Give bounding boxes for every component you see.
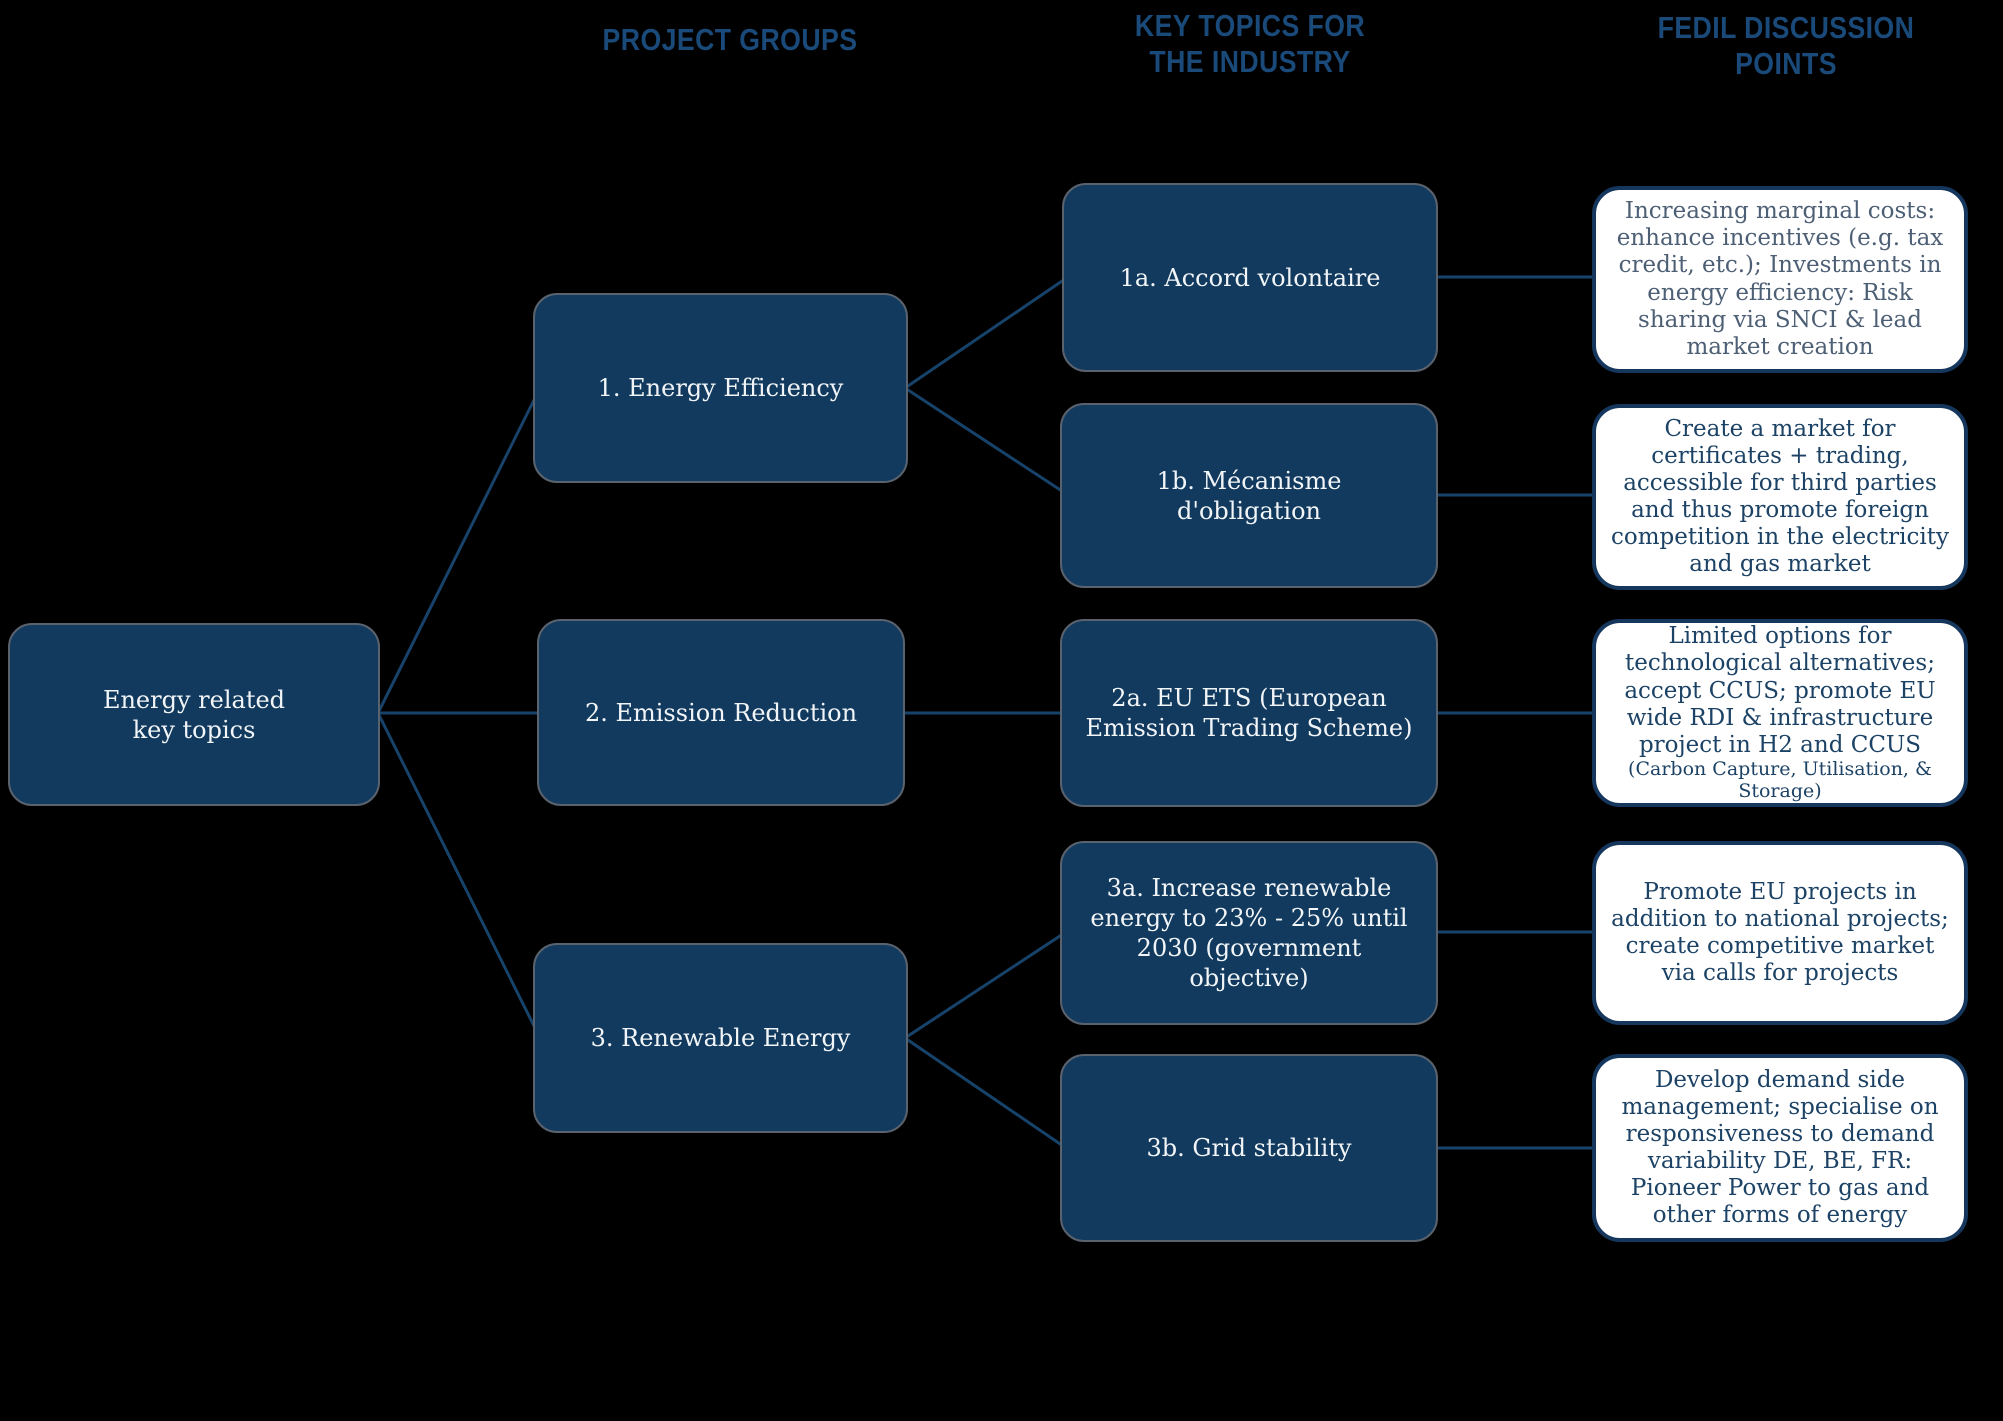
discussion-point-text: Limited options for technological altern… — [1624, 623, 1936, 758]
node-grid-stability: 3b. Grid stability — [1060, 1054, 1438, 1242]
discussion-point-text: Increasing marginal costs: enhance incen… — [1616, 198, 1944, 360]
discussion-point-text: Promote EU projects in addition to natio… — [1611, 878, 1949, 987]
discussion-point-text: Create a market for certificates + tradi… — [1610, 415, 1950, 578]
node-energy-related-key-topics: Energy related key topics — [8, 623, 380, 806]
connector-line — [904, 275, 1069, 390]
discussion-point-certificates-market: Create a market for certificates + tradi… — [1592, 404, 1968, 590]
discussion-point-demand-side-management: Develop demand side management; speciali… — [1592, 1054, 1968, 1242]
connector-line — [904, 1036, 1067, 1150]
node-emission-reduction: 2. Emission Reduction — [537, 619, 905, 806]
node-mecanisme-obligation: 1b. Mécanisme d'obligation — [1060, 403, 1438, 588]
column-header-project-groups: PROJECT GROUPS — [602, 22, 858, 57]
discussion-point-eu-projects: Promote EU projects in addition to natio… — [1592, 841, 1968, 1025]
node-accord-volontaire: 1a. Accord volontaire — [1062, 183, 1438, 372]
column-header-key-topics: KEY TOPICS FOR THE INDUSTRY — [1134, 8, 1366, 79]
node-increase-renewable-energy: 3a. Increase renewable energy to 23% - 2… — [1060, 841, 1438, 1025]
connector-line — [904, 386, 1069, 497]
connector-line — [376, 712, 542, 1039]
column-header-fedil-discussion-points: FEDIL DISCUSSION POINTS — [1657, 10, 1915, 81]
node-energy-efficiency: 1. Energy Efficiency — [533, 293, 908, 483]
node-renewable-energy: 3. Renewable Energy — [533, 943, 908, 1133]
connector-line — [904, 930, 1067, 1040]
node-eu-ets: 2a. EU ETS (European Emission Trading Sc… — [1060, 619, 1438, 807]
discussion-point-marginal-costs: Increasing marginal costs: enhance incen… — [1592, 186, 1968, 373]
discussion-point-ccus: Limited options for technological altern… — [1592, 619, 1968, 807]
discussion-point-text: Develop demand side management; speciali… — [1621, 1066, 1939, 1229]
discussion-point-subtext: (Carbon Capture, Utilisation, & Storage) — [1628, 757, 1932, 802]
connector-line — [376, 387, 542, 714]
